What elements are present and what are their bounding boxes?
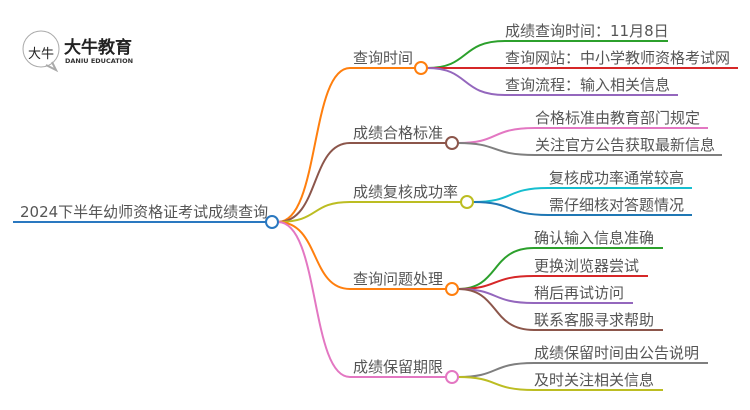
leaf-topic: 查询流程：输入相关信息	[505, 76, 670, 94]
branch-collapse-toggle[interactable]	[445, 136, 459, 150]
leaf-topic: 稍后再试访问	[534, 284, 624, 302]
branch-topic: 查询问题处理	[353, 270, 443, 288]
branch-collapse-toggle[interactable]	[414, 61, 428, 75]
leaf-connector	[472, 187, 692, 203]
leaf-connector	[457, 275, 648, 290]
leaf-topic: 复核成功率通常较高	[549, 169, 684, 187]
logo-subtitle: DANIU EDUCATION	[65, 57, 133, 65]
leaf-topic: 成绩查询时间：11月8日	[505, 22, 669, 40]
leaf-connector	[472, 201, 692, 216]
leaf-topic: 关注官方公告获取最新信息	[535, 136, 715, 154]
leaf-topic: 成绩保留时间由公告说明	[534, 344, 699, 362]
root-collapse-toggle[interactable]	[265, 215, 279, 229]
root-topic: 2024下半年幼师资格证考试成绩查询	[20, 203, 268, 221]
leaf-connector	[457, 288, 663, 331]
logo: 大牛 大牛教育 DANIU EDUCATION	[22, 30, 133, 73]
leaf-connector	[457, 247, 663, 290]
branch-connector	[277, 221, 446, 290]
branch-connector	[277, 142, 446, 223]
leaf-connector	[457, 362, 708, 378]
branch-topic: 成绩复核成功率	[353, 183, 458, 201]
branch-topic: 成绩保留期限	[353, 358, 443, 376]
leaf-topic: 联系客服寻求帮助	[534, 311, 654, 329]
leaf-connector	[457, 142, 722, 156]
leaf-topic: 更换浏览器尝试	[534, 257, 639, 275]
branch-collapse-toggle[interactable]	[445, 282, 459, 296]
leaf-connector	[457, 376, 663, 391]
leaf-connector	[457, 127, 708, 144]
logo-name: 大牛教育	[64, 37, 132, 58]
logo-mark: 大牛	[28, 47, 54, 62]
branch-collapse-toggle[interactable]	[460, 195, 474, 209]
branch-collapse-toggle[interactable]	[445, 370, 459, 384]
branch-connector	[277, 221, 446, 378]
branch-connector	[277, 67, 415, 223]
branch-topic: 成绩合格标准	[353, 124, 443, 142]
leaf-topic: 需仔细核对答题情况	[549, 196, 684, 214]
leaf-topic: 及时关注相关信息	[534, 371, 654, 389]
branch-connector	[277, 201, 461, 223]
leaf-topic: 查询网站：中小学教师资格考试网	[505, 49, 730, 67]
leaf-connector	[426, 67, 678, 96]
leaf-topic: 合格标准由教育部门规定	[535, 109, 700, 127]
leaf-topic: 确认输入信息准确	[534, 229, 654, 247]
leaf-connector	[426, 40, 668, 69]
branch-topic: 查询时间	[353, 49, 413, 67]
